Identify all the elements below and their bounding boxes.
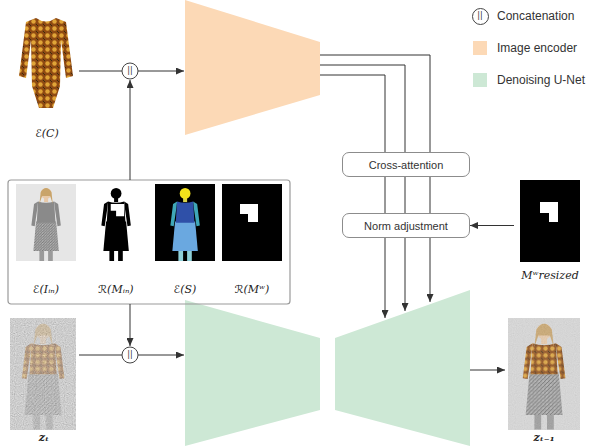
legend-text: Denoising U-Net	[497, 73, 585, 87]
legend-row: Denoising U-Net	[471, 64, 585, 96]
box-label: Norm adjustment	[364, 220, 448, 232]
mask-image: ℛ(Mᵢₙ)	[84, 182, 148, 298]
connector	[470, 225, 514, 226]
box-label: Cross-attention	[369, 159, 444, 171]
mask-image: ℛ(Mʷ)	[220, 182, 284, 298]
segmentation-image: ℰ(S)	[153, 182, 217, 298]
image-caption: Mʷresized	[521, 269, 578, 282]
latent-image: zₜ	[6, 316, 82, 446]
image-caption: ℛ(Mʷ)	[235, 283, 270, 296]
image-caption: ℰ(C)	[35, 127, 59, 140]
legend-text: Image encoder	[497, 41, 577, 55]
mask-image: Mʷresized	[514, 178, 586, 284]
concat-mark: ||	[127, 67, 132, 75]
process-box: Cross-attention	[342, 152, 470, 177]
legend-row: Image encoder	[471, 32, 585, 64]
legend: || ConcatenationImage encoderDenoising U-…	[471, 0, 585, 96]
image-caption: zₜ	[39, 431, 49, 444]
legend-sample	[471, 41, 489, 55]
legend-swatch	[473, 41, 487, 55]
legend-swatch	[473, 73, 487, 87]
concat-mark: ||	[477, 12, 482, 20]
latent-image: zₜ₋₁	[504, 316, 584, 446]
legend-sample: ||	[471, 8, 489, 25]
concat-symbol: ||	[472, 8, 489, 25]
input-image: ℰ(Iᵢₙ)	[14, 182, 78, 298]
legend-sample	[471, 73, 489, 87]
image-caption: ℰ(Iᵢₙ)	[33, 283, 59, 296]
legend-text: Concatenation	[497, 9, 574, 23]
image-caption: zₜ₋₁	[534, 431, 555, 444]
process-box: Norm adjustment	[342, 213, 470, 238]
image-caption: ℛ(Mᵢₙ)	[98, 283, 133, 296]
legend-row: || Concatenation	[471, 0, 585, 32]
image-caption: ℰ(S)	[174, 283, 197, 296]
concat-mark: ||	[127, 351, 132, 359]
garment-image: ℰ(C)	[12, 0, 82, 142]
